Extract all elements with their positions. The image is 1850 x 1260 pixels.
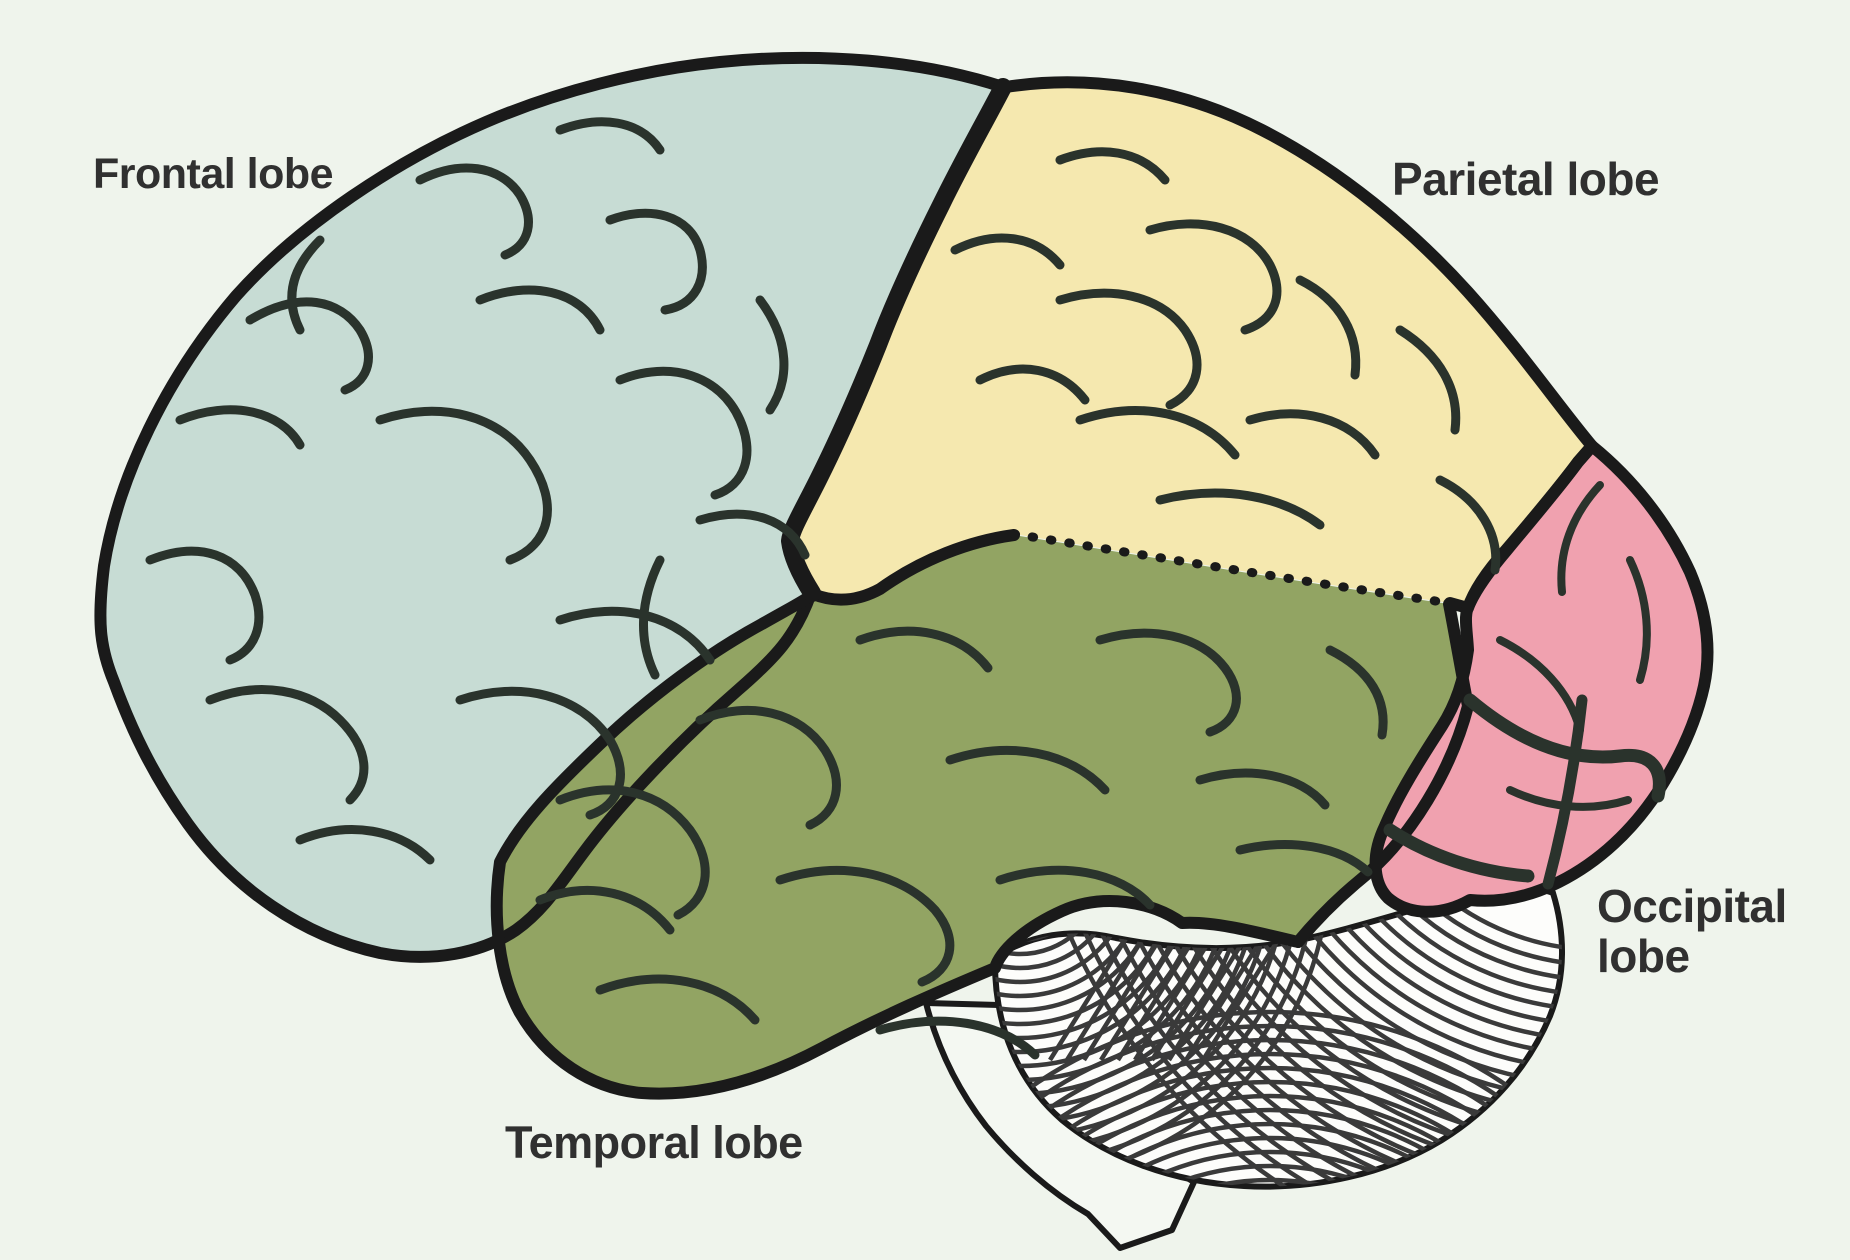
occipital-sulci (1383, 481, 1666, 890)
occipital-lobe-label-line1: Occipital (1597, 880, 1787, 932)
occipital-lobe-label-line2: lobe (1597, 930, 1690, 982)
parietal-lobe-label: Parietal lobe (1392, 153, 1659, 205)
occipital-lobe-outline (1369, 440, 1714, 918)
frontal-sulci (145, 117, 810, 865)
temporal-lobe-label: Temporal lobe (505, 1117, 803, 1168)
temporal-sulci (535, 626, 1388, 1060)
temporal-lobe-outline (490, 529, 1474, 1100)
labels: Frontal lobe Parietal lobe Occipital lob… (93, 150, 1787, 1168)
parietal-sulci (950, 147, 1501, 575)
occipital-lobe-region (1375, 446, 1708, 912)
central-sulcus-boundary (781, 78, 1012, 602)
temporal-parietal-dotted-boundary (1009, 529, 1454, 608)
frontal-lobe-label: Frontal lobe (93, 150, 333, 198)
lobe-outlines (94, 51, 1714, 1100)
